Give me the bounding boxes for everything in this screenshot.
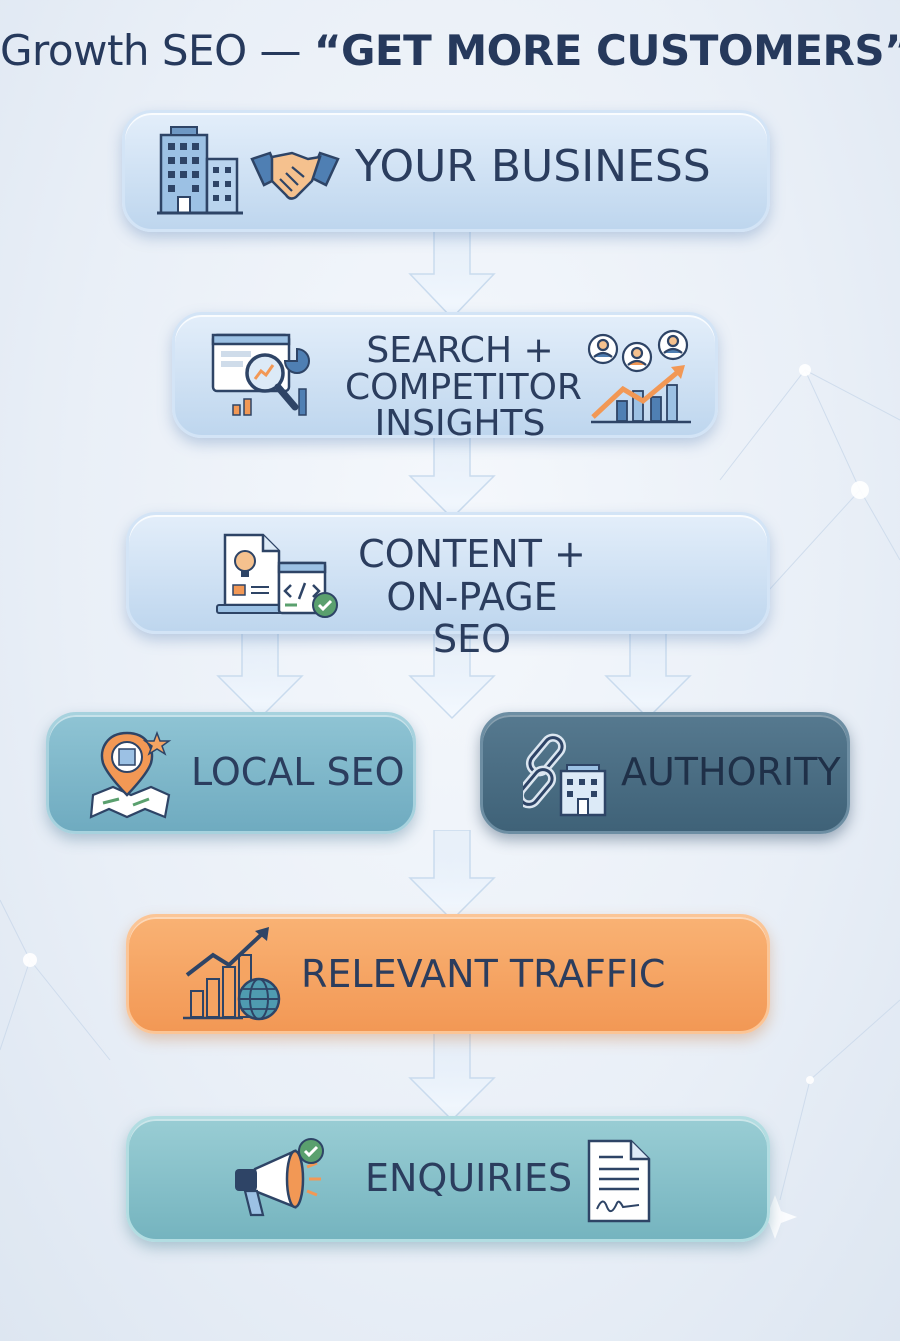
- step-your-business-label: YOUR BUSINESS: [355, 144, 711, 190]
- arrow-content-authority: [604, 628, 692, 720]
- insights-line2: COMPETITOR: [345, 366, 582, 408]
- users-growth-chart-icon: [587, 329, 691, 424]
- signed-document-icon: [587, 1139, 651, 1223]
- title-highlight: “GET MORE CUSTOMERS”: [313, 26, 900, 75]
- step-authority-label: AUTHORITY: [621, 753, 841, 792]
- content-document-icon: [216, 533, 290, 614]
- content-line2: ON-PAGE SEO: [386, 574, 558, 662]
- step-relevant-traffic: RELEVANT TRAFFIC: [126, 914, 770, 1034]
- authority-text: AUTHORITY: [621, 750, 841, 794]
- handshake-icon: [250, 151, 340, 200]
- step-content-label: CONTENT + ON-PAGE SEO: [351, 533, 593, 661]
- step-content-onpage-seo: CONTENT + ON-PAGE SEO: [126, 512, 770, 660]
- title-prefix: Growth SEO —: [0, 26, 314, 75]
- step-traffic-label: RELEVANT TRAFFIC: [301, 955, 665, 994]
- arrow-content-local: [216, 628, 304, 720]
- step-insights-label: SEARCH + COMPETITOR INSIGHTS: [345, 330, 582, 445]
- step-authority: AUTHORITY: [480, 712, 850, 834]
- map-pin-icon: [89, 730, 172, 819]
- arrow-center-traffic: [408, 830, 496, 922]
- growth-chart-globe-icon: [183, 927, 281, 1021]
- content-line1: CONTENT +: [358, 532, 586, 576]
- step-enquiries: ENQUIRIES: [126, 1116, 770, 1242]
- step-search-competitor-insights: SEARCH + COMPETITOR INSIGHTS: [172, 312, 718, 442]
- your-business-text: YOUR BUSINESS: [355, 141, 711, 192]
- insights-line1: SEARCH +: [366, 330, 554, 371]
- insights-line3: INSIGHTS: [374, 403, 546, 445]
- office-building-icon: [157, 126, 243, 215]
- step-local-label: LOCAL SEO: [191, 753, 405, 792]
- enquiries-text: ENQUIRIES: [365, 1156, 573, 1200]
- arrow-business-insights: [408, 222, 496, 320]
- step-your-business: YOUR BUSINESS: [122, 110, 770, 232]
- page-title: Growth SEO — “GET MORE CUSTOMERS”: [0, 26, 900, 75]
- step-enquiries-label: ENQUIRIES: [365, 1159, 572, 1198]
- megaphone-check-icon: [235, 1138, 324, 1217]
- arrow-traffic-enquiries: [408, 1030, 496, 1122]
- local-seo-text: LOCAL SEO: [191, 750, 405, 794]
- step-local-seo: LOCAL SEO: [46, 712, 416, 834]
- relevant-traffic-text: RELEVANT TRAFFIC: [301, 952, 666, 996]
- magnifier-analytics-icon: [211, 333, 310, 416]
- arrow-content-center: [408, 628, 496, 720]
- code-check-icon: [277, 561, 338, 618]
- chain-link-building-icon: [523, 733, 607, 817]
